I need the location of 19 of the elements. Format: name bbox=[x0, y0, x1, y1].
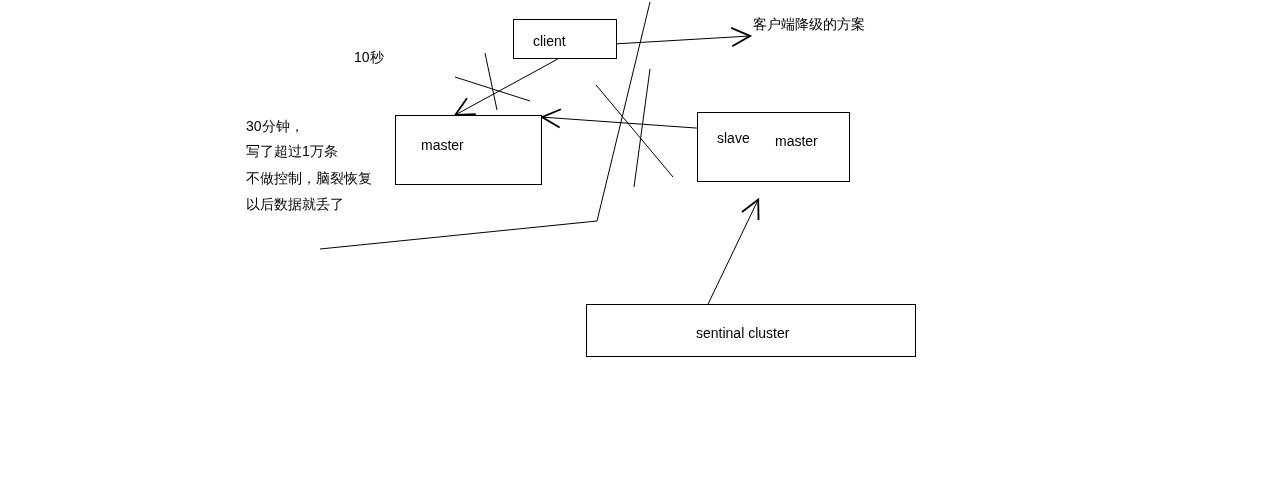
note-text: 写了超过1万条 bbox=[246, 142, 338, 160]
note-text: 30分钟， bbox=[246, 117, 304, 135]
process-box bbox=[513, 19, 617, 59]
node-label: sentinal cluster bbox=[696, 324, 790, 342]
note-text: 以后数据就丢了 bbox=[246, 195, 344, 213]
note-text: 10秒 bbox=[354, 48, 384, 66]
arrow bbox=[616, 27, 751, 48]
process-box bbox=[697, 112, 850, 182]
process-box bbox=[586, 304, 916, 357]
node-label: slave bbox=[717, 129, 750, 147]
arrow bbox=[707, 198, 760, 305]
note-text: 不做控制，脑裂恢复 bbox=[246, 169, 372, 187]
node-label: master bbox=[775, 132, 818, 150]
arrow bbox=[541, 108, 698, 129]
node-label: master bbox=[421, 136, 464, 154]
node-label: client bbox=[533, 32, 566, 50]
node-label: 客户端降级的方案 bbox=[753, 15, 865, 33]
arrow bbox=[454, 58, 559, 116]
process-box bbox=[395, 115, 542, 185]
